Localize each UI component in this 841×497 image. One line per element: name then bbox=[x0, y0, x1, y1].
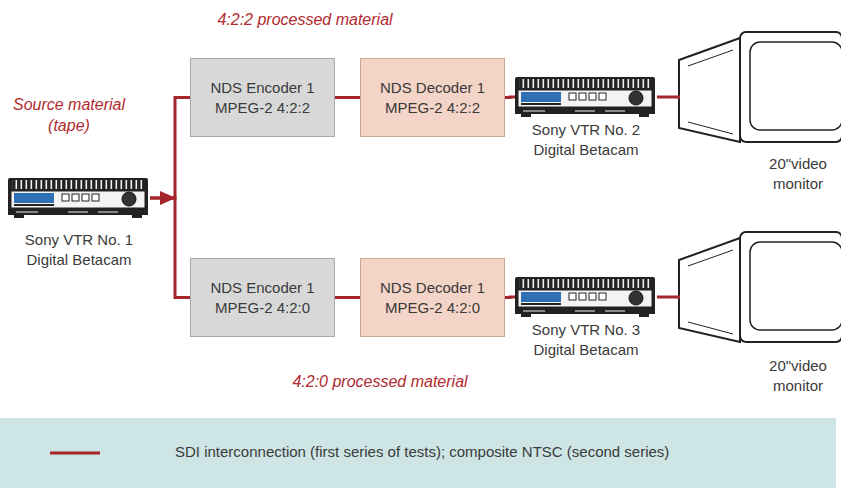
device-label: 20"video monitor bbox=[758, 356, 838, 395]
signal-connector bbox=[335, 96, 360, 99]
device-label: Sony VTR No. 1 Digital Betacam bbox=[8, 230, 150, 269]
device-label: Sony VTR No. 3 Digital Betacam bbox=[515, 320, 657, 359]
encoder-box: NDS Encoder 1 MPEG-2 4:2:0 bbox=[190, 258, 335, 337]
legend-line-sample bbox=[0, 418, 120, 488]
signal-connector bbox=[335, 296, 360, 299]
box-label: NDS Decoder 1 MPEG-2 4:2:0 bbox=[369, 278, 496, 317]
vtr-unit: Sony VTR No. 2 Digital Betacam bbox=[515, 68, 657, 159]
legend-band: SDI interconnection (first series of tes… bbox=[0, 418, 836, 488]
vtr-illustration bbox=[8, 178, 148, 218]
video-monitor: 20"video monitor bbox=[680, 18, 841, 193]
box-label: NDS Decoder 1 MPEG-2 4:2:2 bbox=[369, 78, 496, 117]
monitor-illustration bbox=[679, 32, 841, 142]
annotation-label: 4:2:0 processed material bbox=[265, 372, 495, 393]
vtr-unit: Sony VTR No. 1 Digital Betacam bbox=[8, 178, 150, 269]
vtr-unit: Sony VTR No. 3 Digital Betacam bbox=[515, 268, 657, 359]
annotation-label: 4:2:2 processed material bbox=[190, 10, 420, 31]
video-monitor: 20"video monitor bbox=[680, 220, 841, 395]
signal-connector bbox=[505, 296, 515, 300]
monitor-illustration bbox=[679, 232, 841, 342]
signal-connector bbox=[505, 96, 515, 100]
box-label: NDS Encoder 1 MPEG-2 4:2:2 bbox=[199, 78, 326, 117]
vtr-illustration bbox=[515, 77, 655, 117]
decoder-box: NDS Decoder 1 MPEG-2 4:2:2 bbox=[360, 58, 505, 137]
signal-connector bbox=[150, 198, 190, 298]
box-label: NDS Encoder 1 MPEG-2 4:2:0 bbox=[199, 278, 326, 317]
encoder-box: NDS Encoder 1 MPEG-2 4:2:2 bbox=[190, 58, 335, 137]
annotation-label: Source material (tape) bbox=[8, 95, 130, 137]
legend-text: SDI interconnection (first series of tes… bbox=[175, 443, 669, 460]
device-label: Sony VTR No. 2 Digital Betacam bbox=[515, 120, 657, 159]
vtr-illustration bbox=[515, 277, 655, 317]
signal-connector bbox=[150, 98, 190, 199]
signal-connector bbox=[657, 96, 680, 99]
device-label: 20"video monitor bbox=[758, 154, 838, 193]
decoder-box: NDS Decoder 1 MPEG-2 4:2:0 bbox=[360, 258, 505, 337]
signal-connector bbox=[657, 296, 680, 299]
